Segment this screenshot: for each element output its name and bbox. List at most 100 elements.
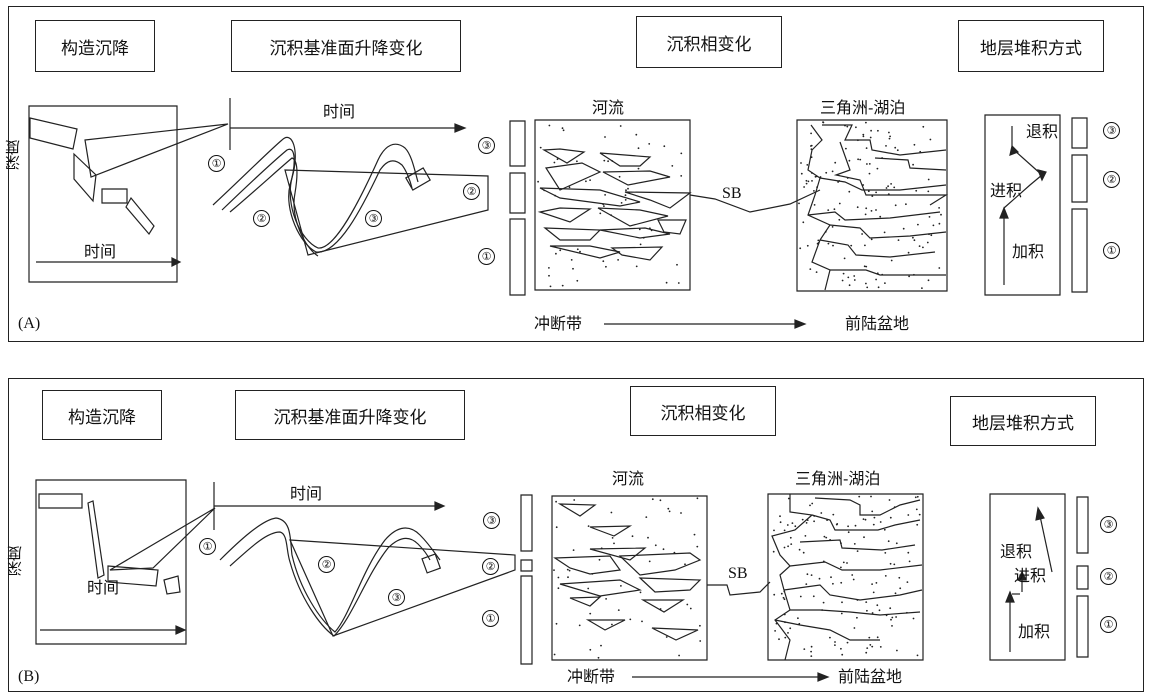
sediment-dot xyxy=(840,566,842,569)
sediment-dot xyxy=(813,520,815,523)
river-label: 河流 xyxy=(612,469,645,488)
sediment-dot xyxy=(817,242,820,244)
sediment-dot xyxy=(810,650,812,653)
sediment-dot xyxy=(895,542,898,545)
sediment-dot xyxy=(927,279,930,282)
sediment-dot xyxy=(838,218,841,221)
sediment-dot xyxy=(838,202,841,205)
sediment-dot xyxy=(831,226,834,228)
progradation-label: 进积 xyxy=(1014,566,1047,585)
river-section xyxy=(552,496,707,660)
sediment-dot xyxy=(806,519,809,521)
sediment-dot xyxy=(822,121,825,124)
sediment-dot xyxy=(813,515,816,517)
panel-b xyxy=(8,378,1144,692)
time-label: 时间 xyxy=(290,484,323,503)
sediment-dot xyxy=(870,495,872,498)
fault-block xyxy=(102,189,127,203)
sediment-dot xyxy=(890,618,892,621)
sediment-dot xyxy=(810,645,813,648)
sediment-dot xyxy=(938,207,940,209)
sediment-dot xyxy=(858,495,861,498)
sediment-dot xyxy=(866,609,868,612)
retrogradation-label: 退积 xyxy=(1000,542,1033,561)
panel-a xyxy=(8,6,1144,342)
sediment-dot xyxy=(878,609,881,612)
sediment-dot xyxy=(618,175,621,178)
cycle-bar xyxy=(510,173,525,213)
sediment-dot xyxy=(600,547,603,550)
sediment-dot xyxy=(665,281,668,284)
sediment-dot xyxy=(572,267,574,270)
sediment-dot xyxy=(807,180,810,183)
arrow-head xyxy=(455,124,465,132)
sediment-dot xyxy=(907,551,910,554)
sediment-dot xyxy=(662,548,665,551)
sediment-dot xyxy=(870,129,872,132)
sediment-dot xyxy=(822,560,825,563)
sediment-dot xyxy=(637,147,640,150)
sediment-dot xyxy=(856,616,858,619)
sediment-dot xyxy=(783,546,786,549)
base-level-curve xyxy=(213,137,418,248)
sediment-dot xyxy=(887,540,890,543)
sediment-dot xyxy=(840,581,843,584)
cycle-bar xyxy=(510,121,525,166)
sediment-dot xyxy=(826,519,828,521)
sediment-dot xyxy=(665,636,668,638)
sediment-dot xyxy=(894,146,897,149)
sediment-dot xyxy=(868,172,871,175)
sediment-dot xyxy=(774,630,776,632)
sediment-dot xyxy=(651,498,654,501)
sediment-dot xyxy=(894,204,897,207)
sediment-dot xyxy=(851,574,854,576)
fault-block xyxy=(39,494,82,508)
sediment-dot xyxy=(663,145,666,148)
sediment-dot xyxy=(870,238,873,241)
sediment-dot xyxy=(810,145,812,147)
sediment-dot xyxy=(576,248,579,251)
sediment-dot xyxy=(834,641,836,643)
sediment-dot xyxy=(799,247,802,250)
sediment-dot xyxy=(638,228,641,231)
sediment-dot xyxy=(642,236,645,239)
sediment-dot xyxy=(869,644,872,646)
cycle-marker-2: ② xyxy=(318,556,335,573)
sediment-dot xyxy=(591,573,594,575)
sediment-dot xyxy=(883,528,886,531)
sediment-dot xyxy=(562,129,565,132)
retrogradation-label: 退积 xyxy=(1026,122,1059,141)
stacking-bar xyxy=(1077,497,1088,553)
sediment-dot xyxy=(881,157,883,159)
sediment-dot xyxy=(619,125,622,127)
sediment-dot xyxy=(889,562,892,565)
header-tectonic-subsidence: 构造沉降 xyxy=(35,20,155,72)
aggradation-label: 加积 xyxy=(1018,622,1051,641)
sediment-dot xyxy=(865,147,868,150)
sediment-dot xyxy=(879,521,882,523)
sediment-dot xyxy=(929,138,932,141)
cycle-marker-1: ① xyxy=(1100,616,1117,633)
sediment-dot xyxy=(913,239,916,242)
sediment-dot xyxy=(881,273,884,276)
sediment-dot xyxy=(784,636,787,639)
cycle-marker-2: ② xyxy=(1100,568,1117,585)
sediment-dot xyxy=(940,213,942,216)
sediment-dot xyxy=(884,552,887,554)
sediment-dot xyxy=(868,163,871,165)
sediment-dot xyxy=(783,613,786,616)
cycle-marker-1: ① xyxy=(1103,242,1120,259)
sediment-dot xyxy=(871,645,874,648)
arrow-head xyxy=(172,258,180,266)
sediment-dot xyxy=(907,514,910,516)
sediment-dot xyxy=(856,206,859,209)
sediment-dot xyxy=(782,596,785,599)
sediment-dot xyxy=(641,620,643,623)
sediment-dot xyxy=(772,550,775,553)
sediment-dot xyxy=(811,180,813,182)
sediment-dot xyxy=(620,585,622,587)
sediment-dot xyxy=(815,271,818,273)
sediment-dot xyxy=(810,148,813,151)
sediment-dot xyxy=(561,127,564,130)
